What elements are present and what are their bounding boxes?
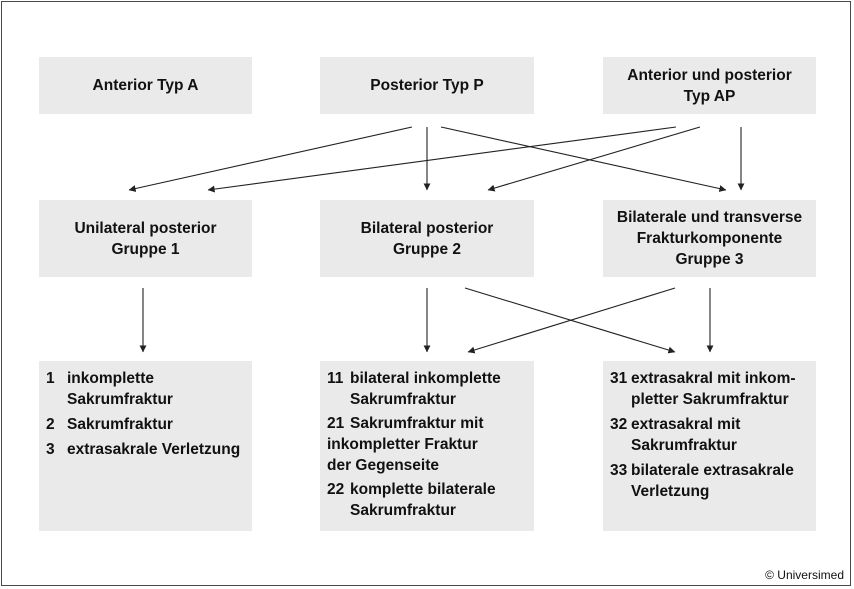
list-item-text: extrasakral mit inkom- pletter Sakrumfra… xyxy=(631,368,814,410)
group-2-label-line2: Gruppe 2 xyxy=(392,240,462,258)
list-item-number: 22 xyxy=(327,481,345,498)
arrow-p-to-g1 xyxy=(128,126,413,192)
group-3-label-line3: Gruppe 3 xyxy=(675,251,744,268)
list-item-number: 32 xyxy=(610,416,628,433)
list-item-number: 31 xyxy=(610,370,628,387)
list-item-number: 1 xyxy=(46,370,55,387)
group-2-box: Bilateral posterior Gruppe 2 xyxy=(320,200,534,277)
list-item-line: inkomplette xyxy=(67,370,154,387)
arrow-ap-to-g1 xyxy=(207,126,677,193)
group-3-label-line2: Frakturkomponente xyxy=(636,230,783,247)
list-item-line: Verletzung xyxy=(631,483,710,500)
list-item-line: extrasakrale Verletzung xyxy=(67,441,241,458)
list-item: 31 extrasakral mit inkom- pletter Sakrum… xyxy=(610,368,814,410)
group-1-label-line2: Gruppe 1 xyxy=(111,240,180,258)
arrow-g3-to-list2 xyxy=(467,287,676,354)
list-item-line: Sakrumfraktur mit xyxy=(350,415,484,432)
list-item: 2 Sakrumfraktur xyxy=(46,414,248,435)
list-item: 11 bilateral inkomplette Sakrumfraktur xyxy=(327,368,530,410)
list-item-line: Sakrumfraktur xyxy=(631,437,737,454)
list-item-number: 3 xyxy=(46,441,55,458)
list-item-line: Sakrumfraktur xyxy=(350,502,456,519)
list-item-line: Sakrumfraktur xyxy=(67,391,173,408)
list-item-line: bilateral inkomplette xyxy=(350,370,501,387)
list-item-text: Sakrumfraktur xyxy=(67,414,248,435)
type-ap-label-line1: Anterior und posterior xyxy=(627,66,792,84)
list-item: 33 bilaterale extrasakrale Verletzung xyxy=(610,460,814,502)
list-item: 1 inkomplette Sakrumfraktur xyxy=(46,368,248,410)
list-item-line: extrasakral mit inkom- xyxy=(631,370,796,387)
list-item-number: 11 xyxy=(327,370,344,387)
type-p-box: Posterior Typ P xyxy=(320,57,534,114)
group-1-label-line1: Unilateral posterior xyxy=(74,219,217,237)
type-a-box: Anterior Typ A xyxy=(39,57,252,114)
type-p-label: Posterior Typ P xyxy=(370,77,484,94)
list-item-text: inkomplette Sakrumfraktur xyxy=(67,368,248,410)
arrow-ap-to-g2 xyxy=(487,126,701,192)
list-2-box: 11 bilateral inkomplette Sakrumfraktur 2… xyxy=(320,361,534,531)
list-item-line: der Gegenseite xyxy=(327,457,439,474)
list-1-box: 1 inkomplette Sakrumfraktur 2 Sakrumfrak… xyxy=(39,361,252,531)
group-2-label-line1: Bilateral posterior xyxy=(360,219,494,237)
group-3-label-line1: Bilaterale und transverse xyxy=(616,209,803,226)
list-item-line: extrasakral mit xyxy=(631,416,741,433)
list-item-line: inkompletter Fraktur xyxy=(327,436,478,453)
type-ap-label-line2: Typ AP xyxy=(683,87,736,105)
list-item-line: pletter Sakrumfraktur xyxy=(631,391,789,408)
list-3-box: 31 extrasakral mit inkom- pletter Sakrum… xyxy=(603,361,816,531)
list-item-number: 2 xyxy=(46,416,55,433)
list-item-line: komplette bilaterale xyxy=(350,481,496,498)
list-item: 32 extrasakral mit Sakrumfraktur xyxy=(610,414,814,456)
group-3-box: Bilaterale und transverse Frakturkompone… xyxy=(603,200,816,277)
list-item-line: Sakrumfraktur xyxy=(350,391,456,408)
list-item-number: 33 xyxy=(610,462,628,479)
arrow-p-to-g3 xyxy=(440,126,727,192)
list-item-line: bilaterale extrasakrale xyxy=(631,462,794,479)
group-1-box: Unilateral posterior Gruppe 1 xyxy=(39,200,252,277)
list-item-text: extrasakrale Verletzung xyxy=(67,439,248,460)
copyright-credit: © Universimed xyxy=(765,568,844,582)
list-item-text: komplette bilaterale Sakrumfraktur xyxy=(350,479,530,521)
list-item-number: 21 xyxy=(327,415,345,432)
list-item: 21 Sakrumfraktur mit inkompletter Fraktu… xyxy=(327,413,530,476)
list-item-text: bilateral inkomplette Sakrumfraktur xyxy=(350,368,530,410)
type-a-label: Anterior Typ A xyxy=(92,77,199,94)
list-item: 3 extrasakrale Verletzung xyxy=(46,439,248,460)
list-item: 22 komplette bilaterale Sakrumfraktur xyxy=(327,479,530,521)
list-item-text: extrasakral mit Sakrumfraktur xyxy=(631,414,814,456)
type-ap-box: Anterior und posterior Typ AP xyxy=(603,57,816,114)
list-item-text: bilaterale extrasakrale Verletzung xyxy=(631,460,814,502)
list-item-text: Sakrumfraktur mit inkompletter Fraktur d… xyxy=(327,413,530,476)
list-item-line: Sakrumfraktur xyxy=(67,416,173,433)
